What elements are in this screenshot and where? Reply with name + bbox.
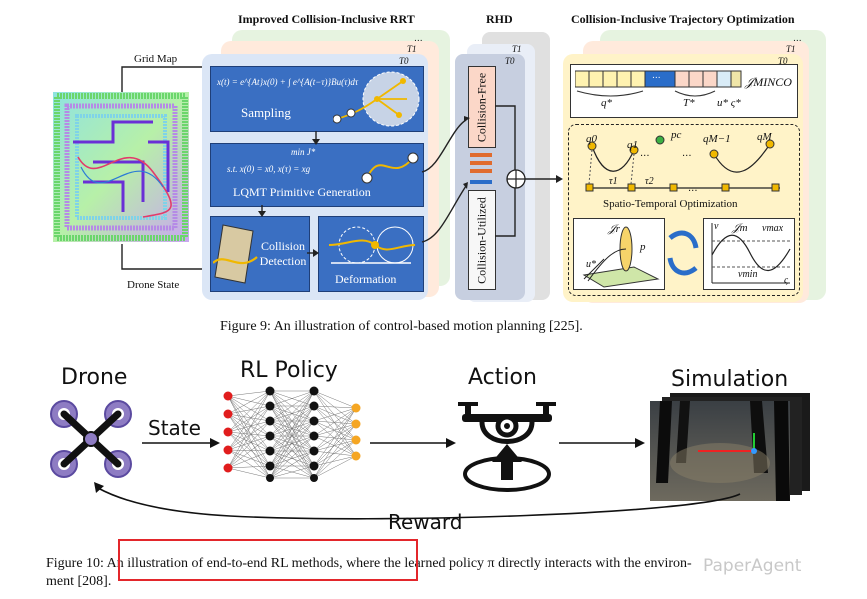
v-label: v	[714, 221, 719, 232]
neural-network-icon	[223, 386, 361, 482]
deformation-box: Deformation	[318, 216, 424, 292]
header-opt: Collision-Inclusive Trajectory Optimizat…	[571, 12, 795, 26]
drone-icon	[50, 400, 132, 478]
tau1-label: τ1	[609, 176, 618, 187]
caption-prefix: Figure 10:	[46, 556, 107, 571]
collision-detection-box: Collision Detection	[210, 216, 310, 292]
pc-label: pc	[671, 129, 682, 141]
collision-utilized-box: Collision-Utilized	[468, 190, 496, 290]
grid-map-image	[53, 92, 189, 242]
caption-highlight-box	[118, 539, 418, 581]
variable-strip: ... q* T* u* ς* 𝒥MINCO	[570, 64, 798, 118]
collision-cost-plot: 𝒥r p u*	[573, 218, 665, 290]
action-title: Action	[468, 365, 537, 390]
sampling-tree-icon	[333, 71, 420, 127]
collision-detection-label: Collision Detection	[259, 239, 307, 268]
lqmt-eq1: min J*	[291, 147, 316, 157]
rhd-bar-1	[470, 153, 492, 157]
drone-state-label: Drone State	[127, 279, 180, 291]
obstacle-icon	[213, 224, 258, 284]
action-to-simulation-arrow	[559, 438, 645, 448]
rhd-connectors	[421, 105, 563, 243]
rrt-t0: T0	[399, 56, 409, 66]
action-drone-icon	[458, 402, 556, 492]
grid-map-label: Grid Map	[134, 53, 178, 65]
collision-cost-icon	[582, 226, 660, 288]
velocity-plot: v 𝒥m vmax vmin ς	[703, 218, 795, 290]
rhd-t0: T0	[505, 56, 515, 66]
state-arrow	[142, 438, 220, 448]
policy-to-action-arrow	[370, 438, 456, 448]
sigma-label: ς	[784, 275, 789, 286]
tau2-label: τ2	[645, 176, 654, 187]
exchange-arrows-icon	[667, 230, 699, 276]
lqmt-eq2: s.t. x(0) = x0, x(τ) = xg	[227, 164, 311, 174]
optimization-dashed-box	[568, 124, 800, 296]
tau-dots: ...	[688, 183, 698, 194]
vmax-label: vmax	[762, 223, 784, 234]
rhd-t1: T1	[512, 44, 522, 54]
q-star-label: q*	[601, 97, 612, 109]
u-star-label: u* ς*	[717, 97, 741, 109]
rrt-internal-arrows	[258, 131, 320, 217]
watermark-text: PaperAgent	[703, 556, 802, 576]
rrt-t1: T1	[407, 44, 417, 54]
deformation-icon	[328, 226, 416, 264]
jm-label: 𝒥m	[732, 222, 748, 234]
drone-title: Drone	[61, 365, 128, 390]
spatio-temporal-trajectory	[585, 135, 780, 192]
lqmt-label: LQMT Primitive Generation	[233, 185, 371, 199]
sampling-label: Sampling	[241, 105, 291, 120]
caption-rest: , where the learned policy π directly in…	[339, 556, 692, 571]
rrt-dots: ...	[414, 34, 423, 44]
vmin-label: vmin	[738, 269, 758, 280]
j-minco-label: 𝒥MINCO	[745, 75, 792, 89]
traj-dots-2: ...	[682, 148, 692, 159]
traj-dots-1: ...	[640, 148, 650, 159]
caption-highlight-text: An illustration of end-to-end RL methods	[106, 556, 340, 571]
sampling-equation: x(t) = e^{At}x(0) + ∫ e^{A(t−τ)}Bu(τ)dτ	[217, 77, 359, 87]
figure-9-caption: Figure 9: An illustration of control-bas…	[220, 319, 583, 334]
header-rhd: RHD	[486, 12, 513, 26]
rhd-bar-4	[470, 180, 492, 184]
q0-label: q0	[586, 133, 597, 145]
figure-10-caption-line2: ment [208].	[46, 574, 112, 589]
rhd-bar-2	[470, 161, 492, 165]
qM-label: qM	[757, 131, 772, 143]
T-star-label: T*	[683, 97, 695, 109]
reward-arrow	[94, 482, 741, 520]
input-arrows	[121, 63, 210, 273]
sampling-box: x(t) = e^{At}x(0) + ∫ e^{A(t−τ)}Bu(τ)dτ …	[210, 66, 424, 132]
qM1-label: qM−1	[703, 133, 731, 145]
state-label: State	[148, 416, 201, 440]
simulation-title: Simulation	[671, 367, 789, 392]
figure-10-caption: Figure 10: An illustration of end-to-end…	[46, 555, 692, 573]
variable-cells	[575, 70, 742, 97]
lqmt-curve-icon	[361, 152, 419, 184]
simulation-frames	[650, 393, 810, 501]
detection-to-deformation-arrow	[307, 249, 319, 257]
rhd-bar-3	[470, 169, 492, 173]
collision-free-box: Collision-Free	[468, 66, 496, 148]
opt-t1: T1	[786, 44, 796, 54]
opt-dots: ...	[793, 34, 802, 44]
q1-label: q1	[627, 139, 638, 151]
jr-label: 𝒥r	[608, 223, 620, 235]
variable-dots: ...	[652, 71, 661, 81]
opt-t0: T0	[778, 56, 788, 66]
deformation-label: Deformation	[335, 272, 397, 286]
velocity-curve-icon	[711, 223, 791, 284]
header-rrt: Improved Collision-Inclusive RRT	[238, 12, 415, 26]
rl-policy-title: RL Policy	[240, 358, 338, 383]
simulation-image-stack	[650, 393, 810, 501]
reward-label: Reward	[388, 510, 463, 534]
spatio-temporal-label: Spatio-Temporal Optimization	[603, 198, 738, 210]
p-label: p	[640, 241, 646, 253]
u-star-small-label: u*	[586, 259, 596, 270]
lqmt-box: min J* s.t. x(0) = x0, x(τ) = xg LQMT Pr…	[210, 143, 424, 207]
